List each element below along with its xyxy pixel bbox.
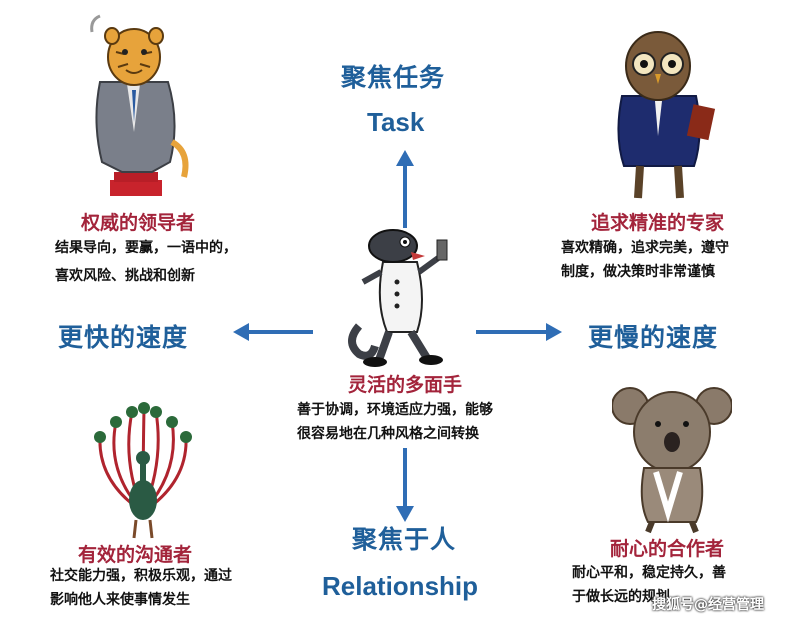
arrow-down (396, 448, 414, 522)
arrow-left (233, 323, 313, 341)
left-axis-title: 更快的速度 (58, 323, 189, 352)
top-left-desc-line-1: 结果导向，要赢，一语中的， (55, 240, 237, 256)
bottom-right-desc-line-2: 于做长远的规划 (572, 589, 670, 605)
bottom-right-description: 耐心平和，稳定持久，善 于做长远的规划 (572, 561, 726, 609)
center-role-title: 灵活的多面手 (348, 374, 463, 396)
bottom-right-role-title: 耐心的合作者 (610, 538, 725, 560)
top-left-description: 结果导向，要赢，一语中的， 喜欢风险、挑战和创新 (55, 236, 237, 288)
top-left-desc-line-2: 喜欢风险、挑战和创新 (55, 268, 195, 284)
top-right-desc-line-1: 喜欢精确，追求完美，遵守 (561, 240, 729, 256)
bottom-left-desc-line-2: 影响他人来使事情发生 (50, 592, 190, 608)
bottom-left-description: 社交能力强，积极乐观，通过 影响他人来使事情发生 (50, 564, 232, 612)
tiger-icon (90, 14, 189, 196)
center-description: 善于协调，环境适应力强，能够 很容易地在几种风格之间转换 (297, 398, 493, 446)
watermark: 搜狐号@经营管理 (652, 597, 764, 613)
chameleon-icon (348, 229, 448, 367)
top-right-description: 喜欢精确，追求完美，遵守 制度，做决策时非常谨慎 (561, 236, 729, 284)
bottom-left-desc-line-1: 社交能力强，积极乐观，通过 (50, 568, 232, 584)
bottom-axis-subtitle: Relationship (322, 571, 479, 601)
center-desc-line-2: 很容易地在几种风格之间转换 (297, 426, 479, 442)
arrow-right (476, 323, 562, 341)
right-axis-title: 更慢的速度 (588, 323, 719, 352)
bottom-right-desc-line-1: 耐心平和，稳定持久，善 (572, 565, 726, 581)
peacock-icon (94, 402, 192, 539)
top-left-role-title: 权威的领导者 (81, 212, 196, 234)
top-axis-title: 聚焦任务 (341, 63, 446, 92)
top-axis-subtitle: Task (367, 107, 425, 137)
bottom-left-role-title: 有效的沟通者 (78, 544, 193, 566)
top-right-role-title: 追求精准的专家 (591, 212, 725, 234)
koala-icon (612, 387, 732, 534)
center-desc-line-1: 善于协调，环境适应力强，能够 (297, 402, 493, 418)
arrow-up (396, 150, 414, 228)
top-right-desc-line-2: 制度，做决策时非常谨慎 (561, 264, 715, 280)
bottom-axis-title: 聚焦于人 (352, 525, 457, 554)
owl-icon (617, 31, 716, 199)
